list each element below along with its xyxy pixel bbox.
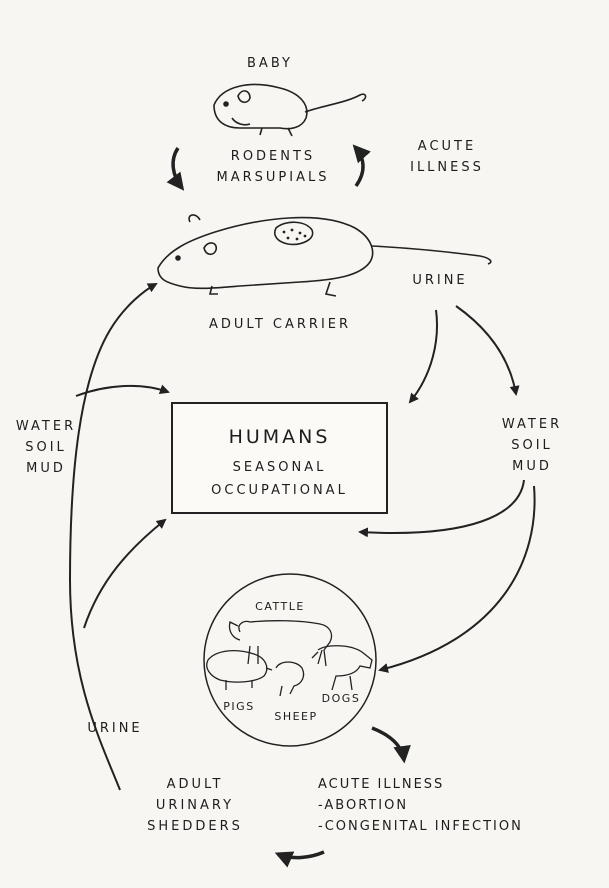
adult-urinary-shedders-label: ADULT URINARY SHEDDERS bbox=[140, 774, 250, 837]
water-left-label: WATER SOIL MUD bbox=[6, 416, 86, 479]
reservoir-label: RODENTS MARSUPIALS bbox=[198, 146, 348, 188]
urine-bottom-label: URINE bbox=[70, 718, 160, 739]
pigs-label: PIGS bbox=[214, 696, 264, 717]
humans-box: HUMANS SEASONAL OCCUPATIONAL bbox=[171, 402, 388, 514]
dogs-label: DOGS bbox=[316, 688, 366, 709]
urine-top-label: URINE bbox=[390, 270, 490, 291]
sheep-label: SHEEP bbox=[266, 706, 326, 727]
cattle-label: CATTLE bbox=[240, 596, 320, 617]
baby-rodent-illustration bbox=[214, 85, 366, 136]
livestock-illustration bbox=[207, 621, 372, 696]
acute-illness-bottom-label: ACUTE ILLNESS -ABORTION -CONGENITAL INFE… bbox=[318, 774, 606, 837]
acute-illness-top-label: ACUTE ILLNESS bbox=[392, 136, 502, 178]
adult-carrier-label: ADULT CARRIER bbox=[180, 314, 380, 335]
humans-title: HUMANS bbox=[173, 426, 386, 448]
humans-subtitle: SEASONAL OCCUPATIONAL bbox=[173, 456, 386, 502]
baby-label: BABY bbox=[230, 53, 310, 74]
water-right-label: WATER SOIL MUD bbox=[492, 414, 572, 477]
